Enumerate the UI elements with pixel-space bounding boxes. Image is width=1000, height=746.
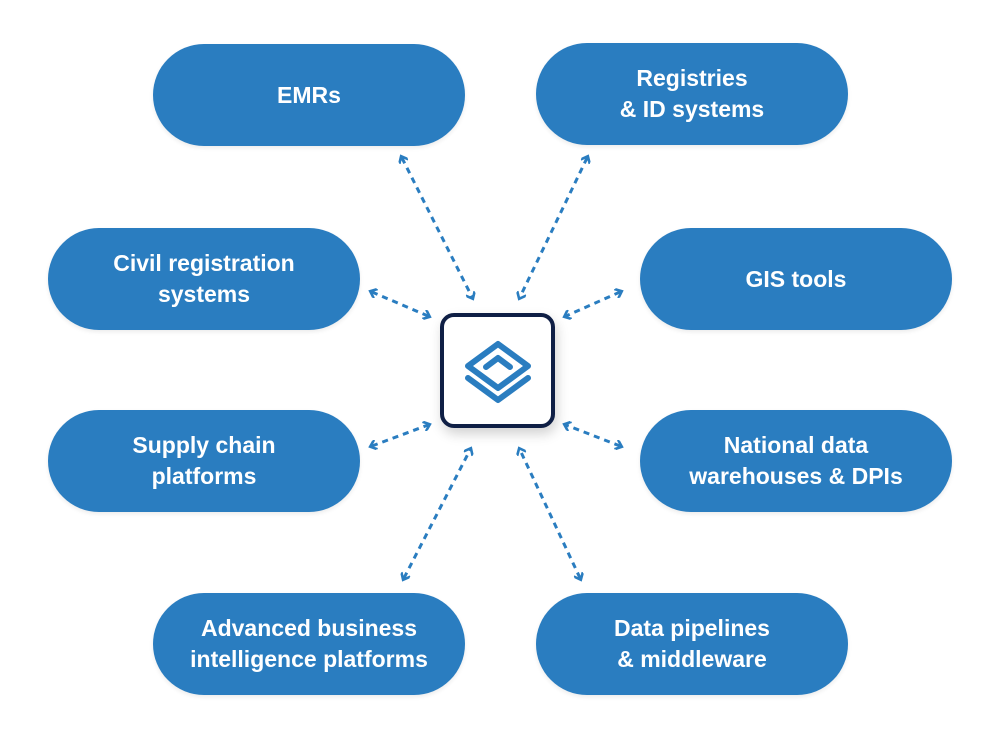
node-label: Data pipelines & middleware [614, 615, 770, 672]
node-label: Civil registration systems [113, 250, 295, 307]
connector-arrow-emrs [402, 158, 472, 297]
node-civil-registration-systems: Civil registration systems [48, 228, 360, 330]
connector-arrow-advanced [404, 450, 470, 578]
node-gis-tools: GIS tools [640, 228, 952, 330]
node-emrs: EMRs [153, 44, 465, 146]
node-registries-id-systems: Registries & ID systems [536, 43, 848, 145]
connector-arrow-registries [520, 158, 587, 297]
node-label: Advanced business intelligence platforms [190, 615, 428, 672]
node-label: National data warehouses & DPIs [689, 432, 903, 489]
connector-arrow-gis [566, 292, 620, 316]
node-data-pipelines-middleware: Data pipelines & middleware [536, 593, 848, 695]
connector-arrow-supply [372, 425, 428, 446]
center-hub [440, 313, 555, 428]
connector-arrow-national [566, 425, 620, 446]
connector-arrow-civil [372, 292, 428, 316]
node-advanced-bi-platforms: Advanced business intelligence platforms [153, 593, 465, 695]
layers-icon [464, 340, 531, 403]
node-label: Supply chain platforms [132, 432, 276, 489]
node-national-data-warehouses: National data warehouses & DPIs [640, 410, 952, 512]
node-label: Registries & ID systems [619, 65, 765, 122]
node-label: GIS tools [745, 265, 847, 292]
node-label: EMRs [277, 81, 341, 108]
connector-arrow-pipelines [520, 450, 580, 578]
node-supply-chain-platforms: Supply chain platforms [48, 410, 360, 512]
